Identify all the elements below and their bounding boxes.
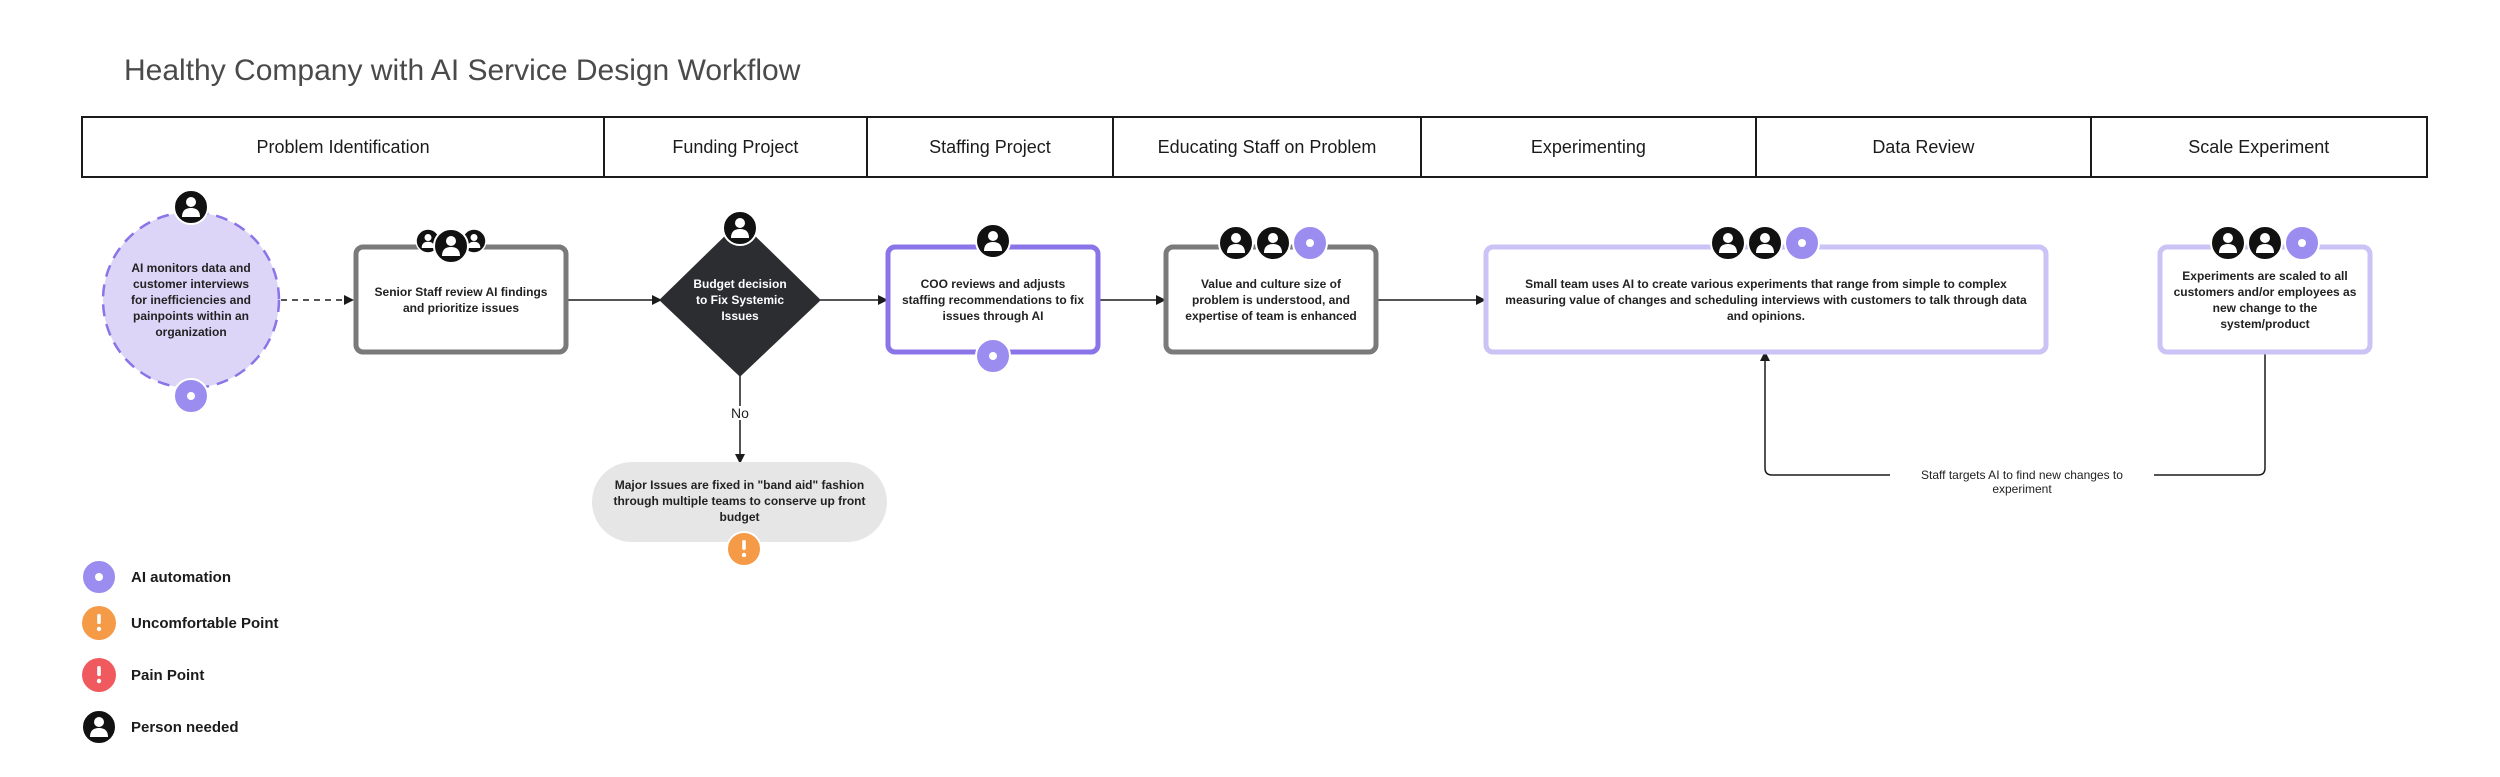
person-icon (173, 189, 209, 225)
uncomfortable-point-icon (726, 531, 762, 567)
legend-item-person-needed: Person needed (81, 709, 239, 745)
ai-automation-icon (975, 338, 1011, 374)
phase-scale-experiment: Scale Experiment (2188, 136, 2330, 157)
legend-uncomfortable-point-icon (82, 606, 116, 640)
page-title: Healthy Company with AI Service Design W… (124, 54, 801, 87)
person-icon (722, 210, 758, 246)
phase-funding-project: Funding Project (605, 118, 868, 176)
ai-automation-icon (2284, 225, 2320, 261)
person-icon (1710, 225, 1746, 261)
person-icon (1218, 225, 1254, 261)
phase-experimenting: Experimenting (1422, 118, 1758, 176)
ai-automation-icon (1292, 225, 1328, 261)
phase-staffing-project: Staffing Project (868, 118, 1115, 176)
node-ai-monitor-label: AI monitors data and customer interviews… (130, 261, 252, 339)
edge-label-no: No (726, 406, 754, 420)
phase-problem-identification: Problem Identification (83, 118, 606, 176)
ai-automation-icon (1784, 225, 1820, 261)
node-scaled-label: Experiments are scaled to all customers … (2173, 269, 2357, 331)
node-budget-decision-label: Budget decision to Fix Systemic Issues (693, 277, 787, 323)
person-icon (2247, 225, 2283, 261)
legend-item-uncomfortable-point: Uncomfortable Point (81, 605, 279, 641)
legend-label: Person needed (131, 718, 239, 736)
legend-label: AI automation (131, 568, 231, 586)
node-coo-review-label: COO reviews and adjusts staffing recomme… (901, 277, 1085, 323)
legend-item-pain-point: Pain Point (81, 657, 204, 693)
node-value-culture-label: Value and culture size of problem is und… (1185, 277, 1357, 323)
phase-educating-staff: Educating Staff on Problem (1114, 118, 1422, 176)
legend-label: Pain Point (131, 666, 205, 684)
node-band-aid-label: Major Issues are fixed in "band aid" fas… (613, 478, 866, 524)
node-senior-staff-label: Senior Staff review AI findings and prio… (374, 285, 548, 315)
node-budget-decision-shape (660, 222, 820, 376)
person-icon (2210, 225, 2246, 261)
node-band-aid-shape (592, 462, 887, 542)
node-small-team-label: Small team uses AI to create various exp… (1505, 277, 2027, 323)
person-icon (1255, 225, 1291, 261)
phase-data-review: Data Review (1757, 118, 2092, 176)
phase-header-row: Problem Identification Funding Project S… (81, 116, 2428, 178)
legend-pain-point-icon (82, 658, 116, 692)
ai-automation-icon (173, 378, 209, 414)
legend-label: Uncomfortable Point (131, 614, 279, 632)
edge-feedback-loop (1760, 351, 2266, 476)
edge-label-feedback: Staff targets AI to find new changes to … (1890, 468, 2154, 496)
person-icon (975, 223, 1011, 259)
legend-item-ai-automation: AI automation (81, 559, 231, 595)
person-icon (1747, 225, 1783, 261)
node-ai-monitor-shape (101, 210, 281, 390)
